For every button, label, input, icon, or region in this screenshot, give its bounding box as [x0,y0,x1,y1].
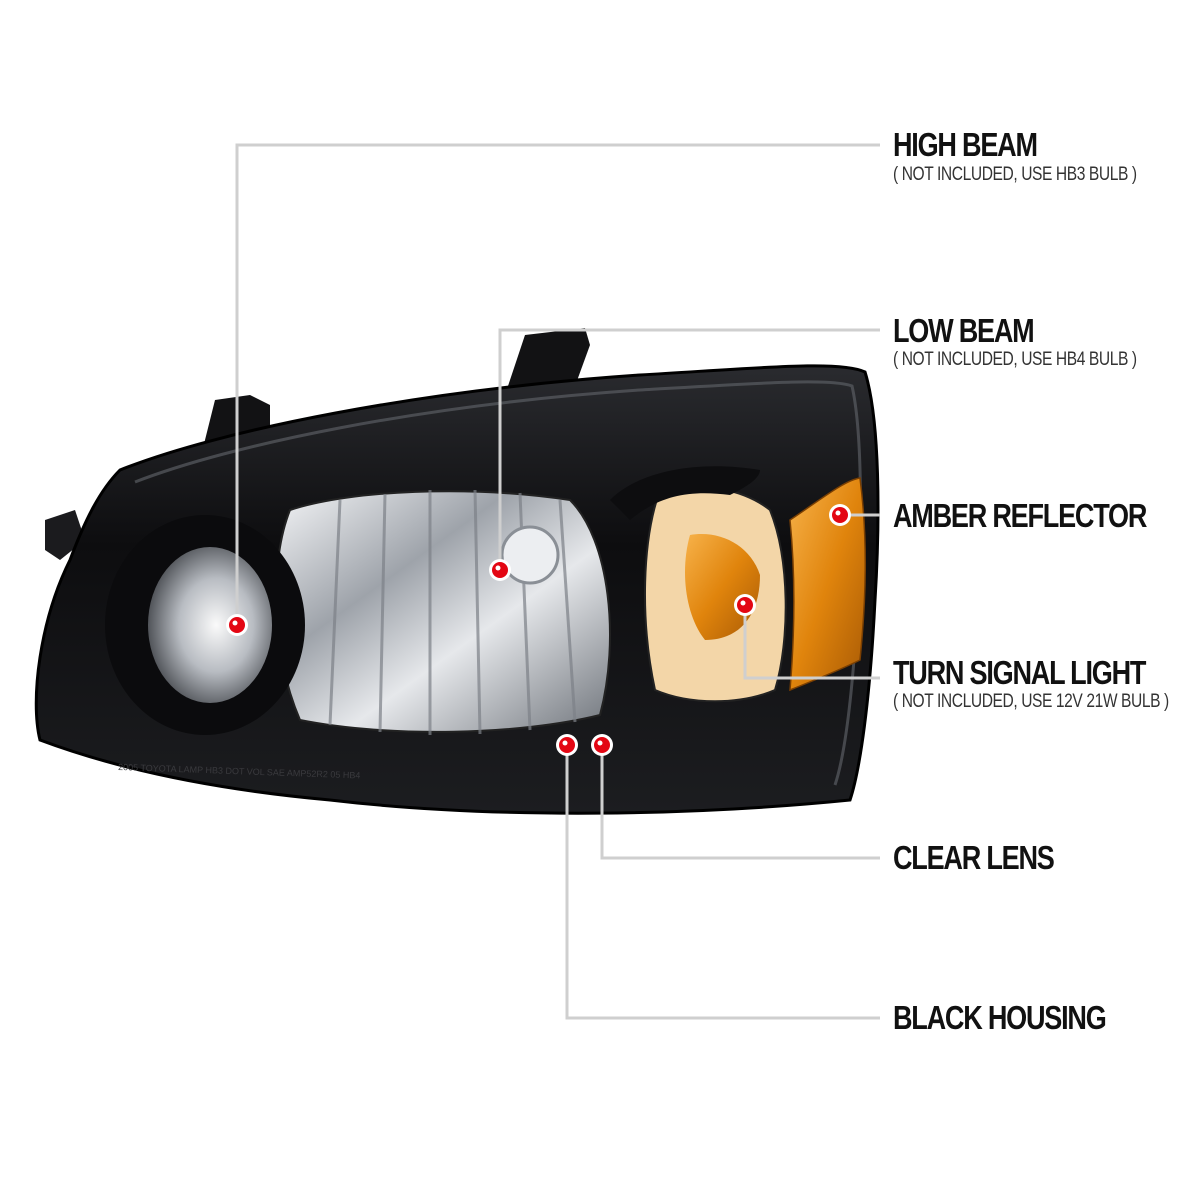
callout-clear-lens-label: CLEAR LENS [893,839,1055,876]
marker-shine-amber-reflector [835,510,841,516]
low-beam-reflector [275,490,611,733]
marker-shine-clear-lens [597,740,603,746]
callout-high-beam-label: HIGH BEAM [893,126,1038,163]
marker-dot-high-beam [229,617,245,633]
callout-black-housing-label: BLACK HOUSING [893,999,1107,1036]
callout-markers [226,504,851,756]
marker-shine-high-beam [232,620,238,626]
callout-turn-signal-label: TURN SIGNAL LIGHT [893,654,1146,691]
leader-line-black-housing [565,745,880,1020]
amber-reflector-shape [789,477,866,692]
leader-line-high-beam [235,143,880,625]
marker-shine-black-housing [562,740,568,746]
leader-lines [235,143,880,1020]
marker-shine-low-beam [495,565,501,571]
reflector-facets [328,489,577,735]
marker-dot-black-housing [559,737,575,753]
callout-low-beam-label: LOW BEAM [893,312,1035,349]
inner-bezel [610,466,760,520]
callout-amber-reflector-label: AMBER REFLECTOR [893,497,1147,534]
callout-low-beam-note: ( NOT INCLUDED, USE HB4 BULB ) [893,349,1137,370]
marker-dot-amber-reflector [832,507,848,523]
marker-dot-low-beam [492,562,508,578]
callout-turn-signal-note: ( NOT INCLUDED, USE 12V 21W BULB ) [893,691,1169,712]
marker-dot-clear-lens [594,737,610,753]
callout-high-beam-note: ( NOT INCLUDED, USE HB3 BULB ) [893,164,1137,185]
marker-shine-turn-signal-light [740,600,746,606]
low-beam-bulb-socket [500,525,560,585]
leader-line-low-beam [498,328,880,570]
leader-line-clear-lens [600,745,880,860]
high-beam-bowl [148,547,272,703]
leader-line-turn-signal-light [743,605,880,680]
marker-dot-turn-signal-light [737,597,753,613]
